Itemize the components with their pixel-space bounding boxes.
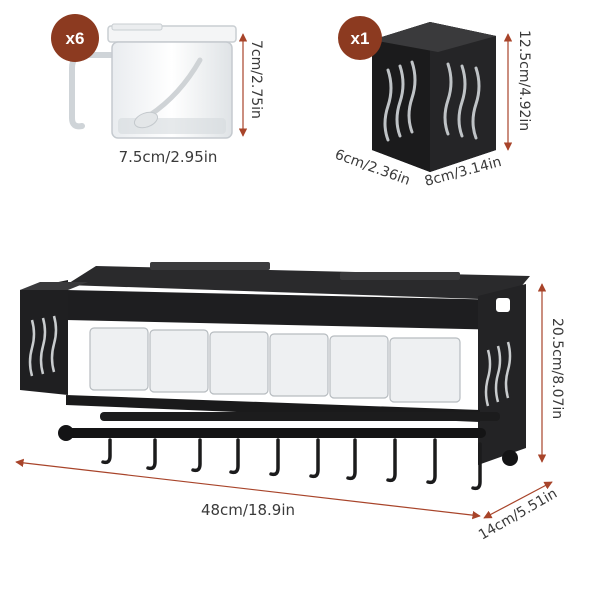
rack-depth-label: 14cm/5.51in <box>476 486 560 544</box>
spice-jar-illustration <box>69 23 237 139</box>
holder-badge-text: x1 <box>351 29 370 48</box>
wall-rack-illustration <box>20 262 530 491</box>
jar-width-label: 7.5cm/2.95in <box>119 148 218 166</box>
rack-depth-arrow <box>483 481 553 519</box>
rack-height-label: 20.5cm/8.07in <box>549 318 565 419</box>
holder-height-label: 12.5cm/4.92in <box>516 30 532 131</box>
jar-height-label: 7cm/2.75in <box>248 40 264 119</box>
shelf-jars <box>89 327 461 403</box>
quantity-badge-jar: x6 <box>51 14 99 62</box>
quantity-badge-holder: x1 <box>338 16 382 60</box>
utensil-holder-illustration <box>372 22 496 172</box>
jar-badge-text: x6 <box>66 29 85 48</box>
rack-width-arrow <box>15 458 481 520</box>
rack-width-label: 48cm/18.9in <box>201 501 295 519</box>
